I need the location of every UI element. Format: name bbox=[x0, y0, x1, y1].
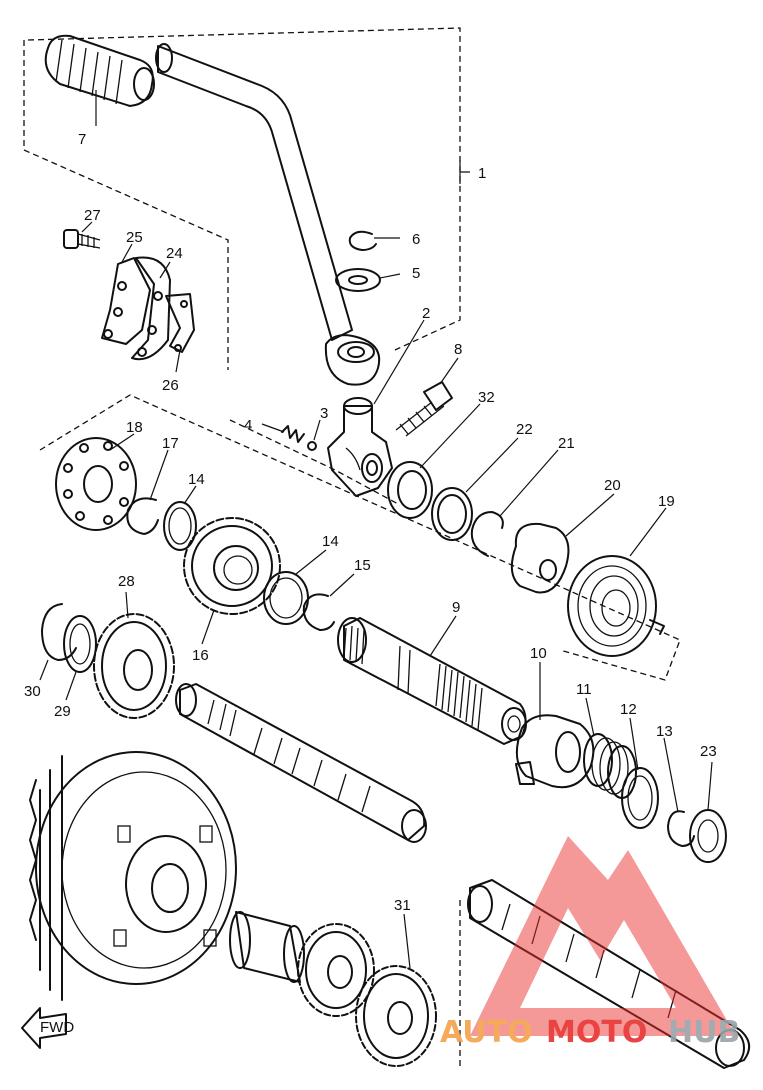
spring-4 bbox=[281, 425, 305, 443]
clutch-housing bbox=[29, 751, 237, 1001]
circlip-15 bbox=[302, 593, 335, 631]
ratchet-10 bbox=[515, 714, 595, 789]
washer-22 bbox=[431, 487, 473, 541]
callout-23: 23 bbox=[700, 743, 717, 760]
circlip-17 bbox=[126, 497, 159, 535]
washer-5 bbox=[335, 268, 381, 292]
kick-gear-16 bbox=[183, 517, 281, 615]
gear-lower-a bbox=[297, 923, 375, 1017]
washer-23 bbox=[689, 809, 727, 863]
callout-21: 21 bbox=[558, 435, 575, 452]
callout-20: 20 bbox=[604, 477, 621, 494]
ball-3 bbox=[307, 441, 317, 451]
spring-guide-20 bbox=[510, 522, 570, 594]
spacer-collar bbox=[229, 911, 305, 983]
kick-shaft-group-outline bbox=[39, 394, 681, 681]
watermark-logo: AUTO MOTO HUB bbox=[440, 836, 740, 1050]
kick-boss-2 bbox=[327, 397, 393, 497]
gear-28 bbox=[93, 613, 175, 719]
plate-25 bbox=[101, 257, 151, 345]
watermark-triangle-icon bbox=[470, 836, 736, 1036]
washer-29 bbox=[63, 615, 97, 673]
kick-shaft-9 bbox=[337, 617, 527, 745]
callout-13: 13 bbox=[656, 723, 673, 740]
callout-32: 32 bbox=[478, 389, 495, 406]
callout-10: 10 bbox=[530, 645, 547, 662]
plate-26 bbox=[165, 293, 195, 353]
callout-24: 24 bbox=[166, 245, 183, 262]
callout-8: 8 bbox=[454, 341, 462, 358]
circlip-21 bbox=[470, 511, 504, 557]
kick-rubber-grip bbox=[44, 34, 155, 107]
main-shaft bbox=[175, 683, 427, 843]
callout-25: 25 bbox=[126, 229, 143, 246]
callout-15: 15 bbox=[354, 557, 371, 574]
countershaft bbox=[459, 879, 751, 1070]
bolt-8 bbox=[395, 381, 453, 437]
callout-9: 9 bbox=[452, 599, 460, 616]
callout-labels: 7 1 27 25 24 26 6 5 2 8 4 3 32 22 21 20 … bbox=[24, 131, 717, 914]
torsion-spring-19 bbox=[567, 555, 665, 657]
callout-31: 31 bbox=[394, 897, 411, 914]
watermark-moto: MOTO bbox=[546, 1015, 647, 1050]
washer-14a bbox=[163, 501, 197, 551]
callout-14b: 14 bbox=[322, 533, 339, 550]
callout-1: 1 bbox=[478, 165, 486, 182]
leader-lines bbox=[39, 90, 713, 969]
callout-18: 18 bbox=[126, 419, 143, 436]
circlip-30 bbox=[41, 603, 77, 661]
callout-26: 26 bbox=[162, 377, 179, 394]
bolt-27 bbox=[63, 229, 101, 249]
callout-17: 17 bbox=[162, 435, 179, 452]
washer-12 bbox=[621, 767, 659, 829]
callout-3: 3 bbox=[320, 405, 328, 422]
callout-12: 12 bbox=[620, 701, 637, 718]
watermark-hub: HUB bbox=[668, 1015, 740, 1050]
callout-22: 22 bbox=[516, 421, 533, 438]
kick-shaft-group-outline-2 bbox=[229, 419, 401, 506]
callout-14a: 14 bbox=[188, 471, 205, 488]
plate-18 bbox=[55, 437, 137, 531]
callout-19: 19 bbox=[658, 493, 675, 510]
e-clip bbox=[348, 230, 377, 251]
kick-lever-group-outline bbox=[23, 27, 461, 370]
fwd-arrow-icon: FWD bbox=[21, 1007, 74, 1049]
callout-4: 4 bbox=[244, 417, 252, 434]
callout-2: 2 bbox=[422, 305, 430, 322]
gear-31 bbox=[355, 965, 437, 1067]
callout-29: 29 bbox=[54, 703, 71, 720]
callout-27: 27 bbox=[84, 207, 101, 224]
watermark-auto: AUTO bbox=[440, 1015, 533, 1050]
callout-30: 30 bbox=[24, 683, 41, 700]
kick-lever-arm bbox=[155, 43, 381, 386]
callout-5: 5 bbox=[412, 265, 420, 282]
callout-28: 28 bbox=[118, 573, 135, 590]
callout-11: 11 bbox=[576, 681, 592, 698]
plate-24 bbox=[131, 256, 171, 361]
callout-7: 7 bbox=[78, 131, 86, 148]
callout-6: 6 bbox=[412, 231, 420, 248]
bushing-32 bbox=[387, 461, 433, 519]
callout-16: 16 bbox=[192, 647, 209, 664]
fwd-label: FWD bbox=[40, 1019, 74, 1036]
